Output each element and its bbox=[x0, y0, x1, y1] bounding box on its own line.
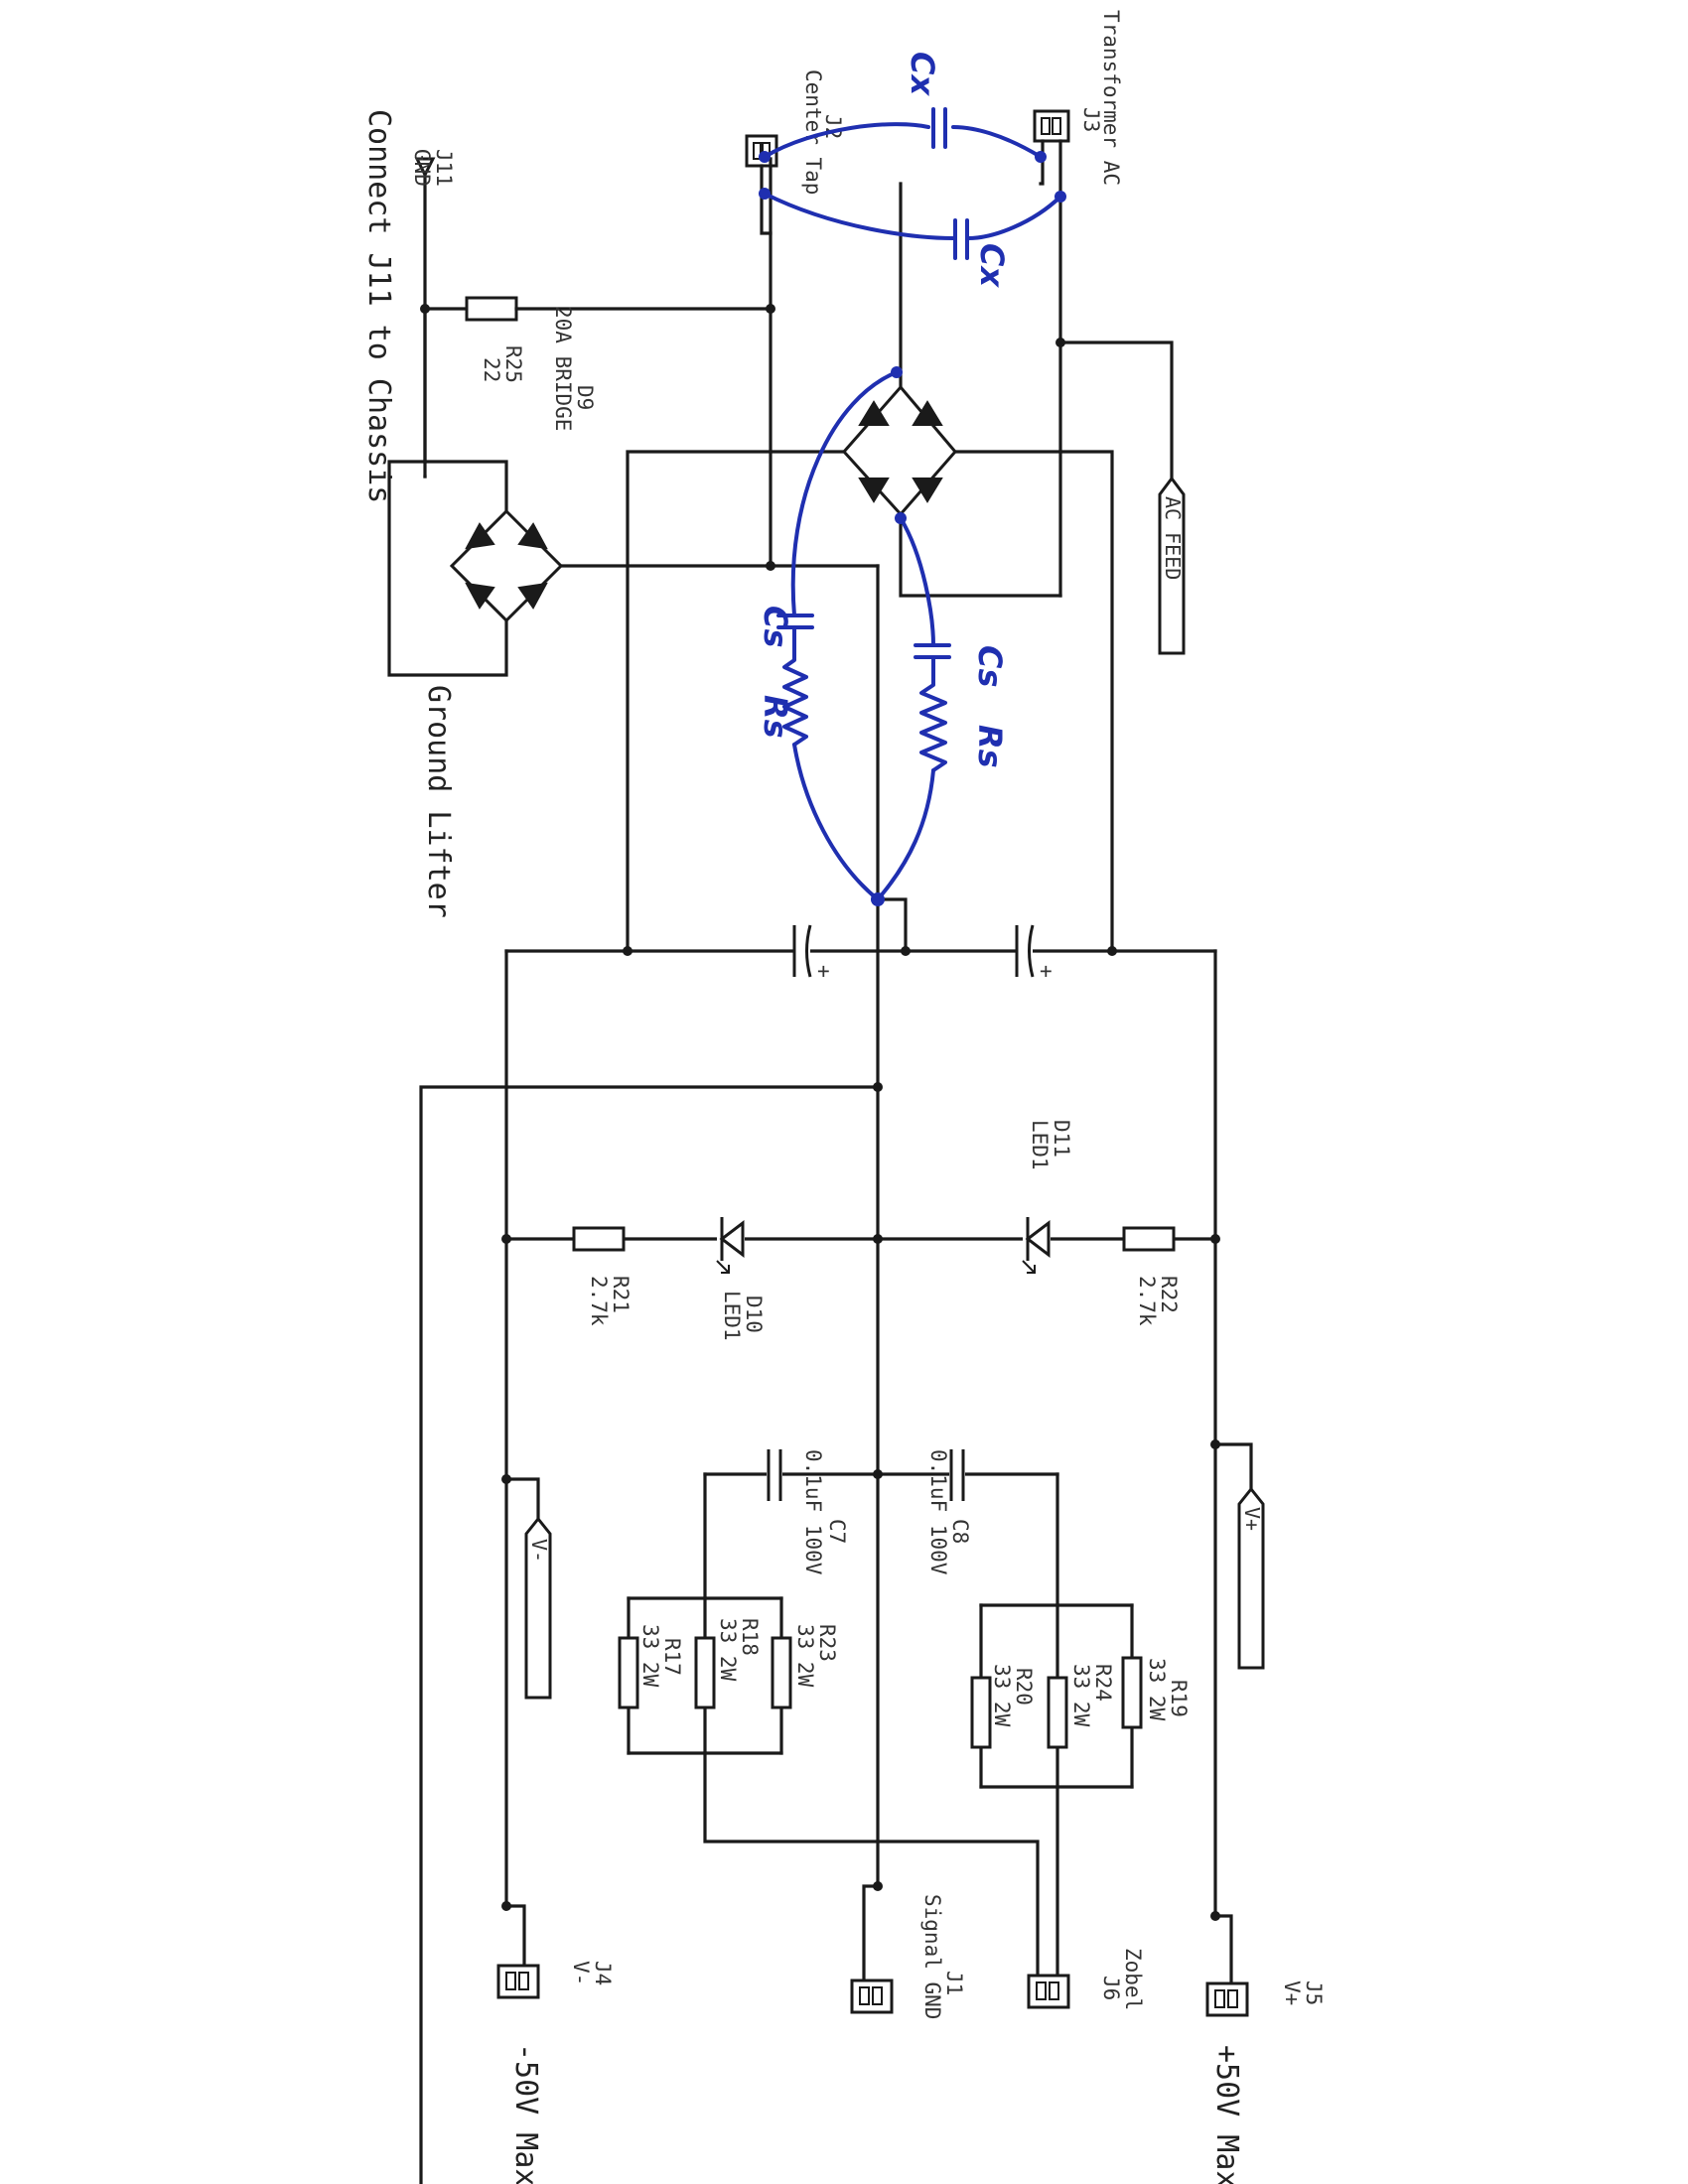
d11-led: D11 LED1 bbox=[1022, 1120, 1073, 1274]
r25-value: 22 bbox=[480, 357, 503, 382]
r21-value: 2.7k bbox=[587, 1276, 611, 1326]
j5-connector: J5 V+ +50V Max bbox=[1205, 1911, 1326, 2184]
zobel-resistors-right: R19 33 2W R20 33 2W R24 33 2W bbox=[970, 1472, 1191, 1978]
minus-50v-label: -50V Max bbox=[508, 2043, 543, 2184]
r17-label: R17 bbox=[660, 1638, 684, 1676]
connect-chassis-note: Connect J11 to Chassis bbox=[361, 109, 396, 503]
j1-signal-gnd-connector: J1 Signal GND bbox=[850, 1881, 966, 2019]
cx-top-wire bbox=[763, 122, 930, 159]
r18-label: R18 bbox=[738, 1618, 762, 1656]
plus-50v-label: +50V Max bbox=[1209, 2045, 1244, 2184]
j1-sub-label: Signal GND bbox=[920, 1894, 944, 2019]
zobel-resistors-left: R17 33 2W R18 33 2W R23 33 2W bbox=[618, 1472, 1040, 1978]
d10-value: LED1 bbox=[720, 1291, 744, 1341]
c7-label: C7 bbox=[825, 1519, 849, 1544]
r21-resistor: R21 2.7k bbox=[572, 1226, 633, 1326]
c8-label: C8 bbox=[948, 1519, 972, 1544]
r20-body bbox=[970, 1676, 992, 1749]
j6-label: J6 bbox=[1099, 1976, 1123, 2000]
j4-sub-label: V- bbox=[569, 1961, 593, 1985]
r19-body bbox=[1121, 1656, 1143, 1729]
j11-ground-terminal: J11 GND bbox=[410, 149, 456, 478]
c7-capacitor: C7 0.1uF 100V bbox=[703, 1447, 1059, 1575]
c-neg-plus-sign: + bbox=[817, 959, 830, 983]
j5-label: J5 bbox=[1302, 1980, 1326, 2005]
v-minus-flag-label: V- bbox=[527, 1539, 551, 1563]
c7-value: 0.1uF 100V bbox=[801, 1449, 825, 1575]
r24-label: R24 bbox=[1091, 1664, 1115, 1702]
d9-ground-lifter-bridge: D9 20A BRIDGE Ground Lifter bbox=[387, 306, 880, 918]
r20-value: 33 2W bbox=[990, 1664, 1014, 1727]
j6-zobel-connector: J6 Zobel bbox=[1027, 1948, 1145, 2010]
d9-value: 20A BRIDGE bbox=[551, 306, 575, 431]
r22-value: 2.7k bbox=[1135, 1276, 1159, 1326]
j3-sub-label: Transformer AC bbox=[1099, 10, 1123, 186]
j11-sub-label: GND bbox=[410, 149, 434, 187]
r24-body bbox=[1047, 1676, 1068, 1749]
v-plus-flag-label: V+ bbox=[1240, 1507, 1264, 1531]
c8-capacitor: C8 0.1uF 100V bbox=[926, 1447, 972, 1575]
cs-right-label: Cs bbox=[971, 645, 1009, 688]
ground-lifter-label: Ground Lifter bbox=[421, 685, 456, 918]
rs-right-label: Rs bbox=[971, 725, 1009, 768]
j3-transformer-ac-connector: J3 Transformer AC bbox=[1033, 10, 1123, 598]
v-minus-flag: V- bbox=[501, 1474, 552, 1700]
r23-value: 33 2W bbox=[793, 1624, 817, 1688]
r17-body bbox=[618, 1636, 639, 1709]
d11-value: LED1 bbox=[1028, 1120, 1052, 1170]
ac-feed-flag: AC FEED bbox=[1058, 341, 1186, 655]
j4-label: J4 bbox=[591, 1961, 615, 1985]
j6-sub-label: Zobel bbox=[1121, 1948, 1145, 2010]
r22-resistor: R22 2.7k bbox=[1122, 1226, 1181, 1326]
v-plus-flag: V+ bbox=[1210, 1439, 1265, 1670]
cx-top-label: Cx bbox=[904, 52, 941, 96]
main-bridge-rectifier bbox=[626, 182, 1114, 953]
r25-label: R25 bbox=[501, 345, 525, 383]
r23-label: R23 bbox=[815, 1624, 839, 1662]
r18-value: 33 2W bbox=[716, 1618, 740, 1682]
cx-bottom-label: Cx bbox=[973, 243, 1011, 288]
r19-label: R19 bbox=[1167, 1680, 1191, 1717]
c-pos-plus-sign: + bbox=[1040, 959, 1053, 983]
j3-label: J3 bbox=[1079, 107, 1103, 132]
r21-label: R21 bbox=[609, 1276, 633, 1313]
j11-label: J11 bbox=[432, 149, 456, 187]
j5-sub-label: V+ bbox=[1280, 1980, 1304, 2005]
r17-value: 33 2W bbox=[638, 1624, 662, 1688]
r23-body bbox=[771, 1636, 792, 1709]
filter-capacitors: + + bbox=[504, 564, 1217, 983]
handwritten-snubber-annotations: Cx Cx Cs Rs Cs Rs bbox=[757, 52, 1066, 906]
ac-feed-label: AC FEED bbox=[1161, 496, 1185, 580]
r19-value: 33 2W bbox=[1145, 1658, 1169, 1721]
cs-left-label: Cs bbox=[757, 606, 794, 648]
d9-label: D9 bbox=[573, 385, 597, 410]
r20-label: R20 bbox=[1012, 1668, 1036, 1706]
d11-label: D11 bbox=[1050, 1120, 1073, 1158]
ground-bus bbox=[419, 897, 883, 2184]
j4-connector: J4 V- -50V Max bbox=[496, 1901, 615, 2184]
d10-led: D10 LED1 bbox=[716, 1216, 766, 1341]
r25-resistor: R25 22 bbox=[420, 296, 775, 383]
r22-label: R22 bbox=[1157, 1276, 1181, 1313]
d10-label: D10 bbox=[742, 1296, 766, 1333]
r24-value: 33 2W bbox=[1069, 1664, 1093, 1727]
c8-value: 0.1uF 100V bbox=[926, 1449, 950, 1575]
j1-label: J1 bbox=[942, 1971, 966, 1995]
rs-left-label: Rs bbox=[757, 695, 794, 739]
r18-body bbox=[694, 1636, 716, 1709]
